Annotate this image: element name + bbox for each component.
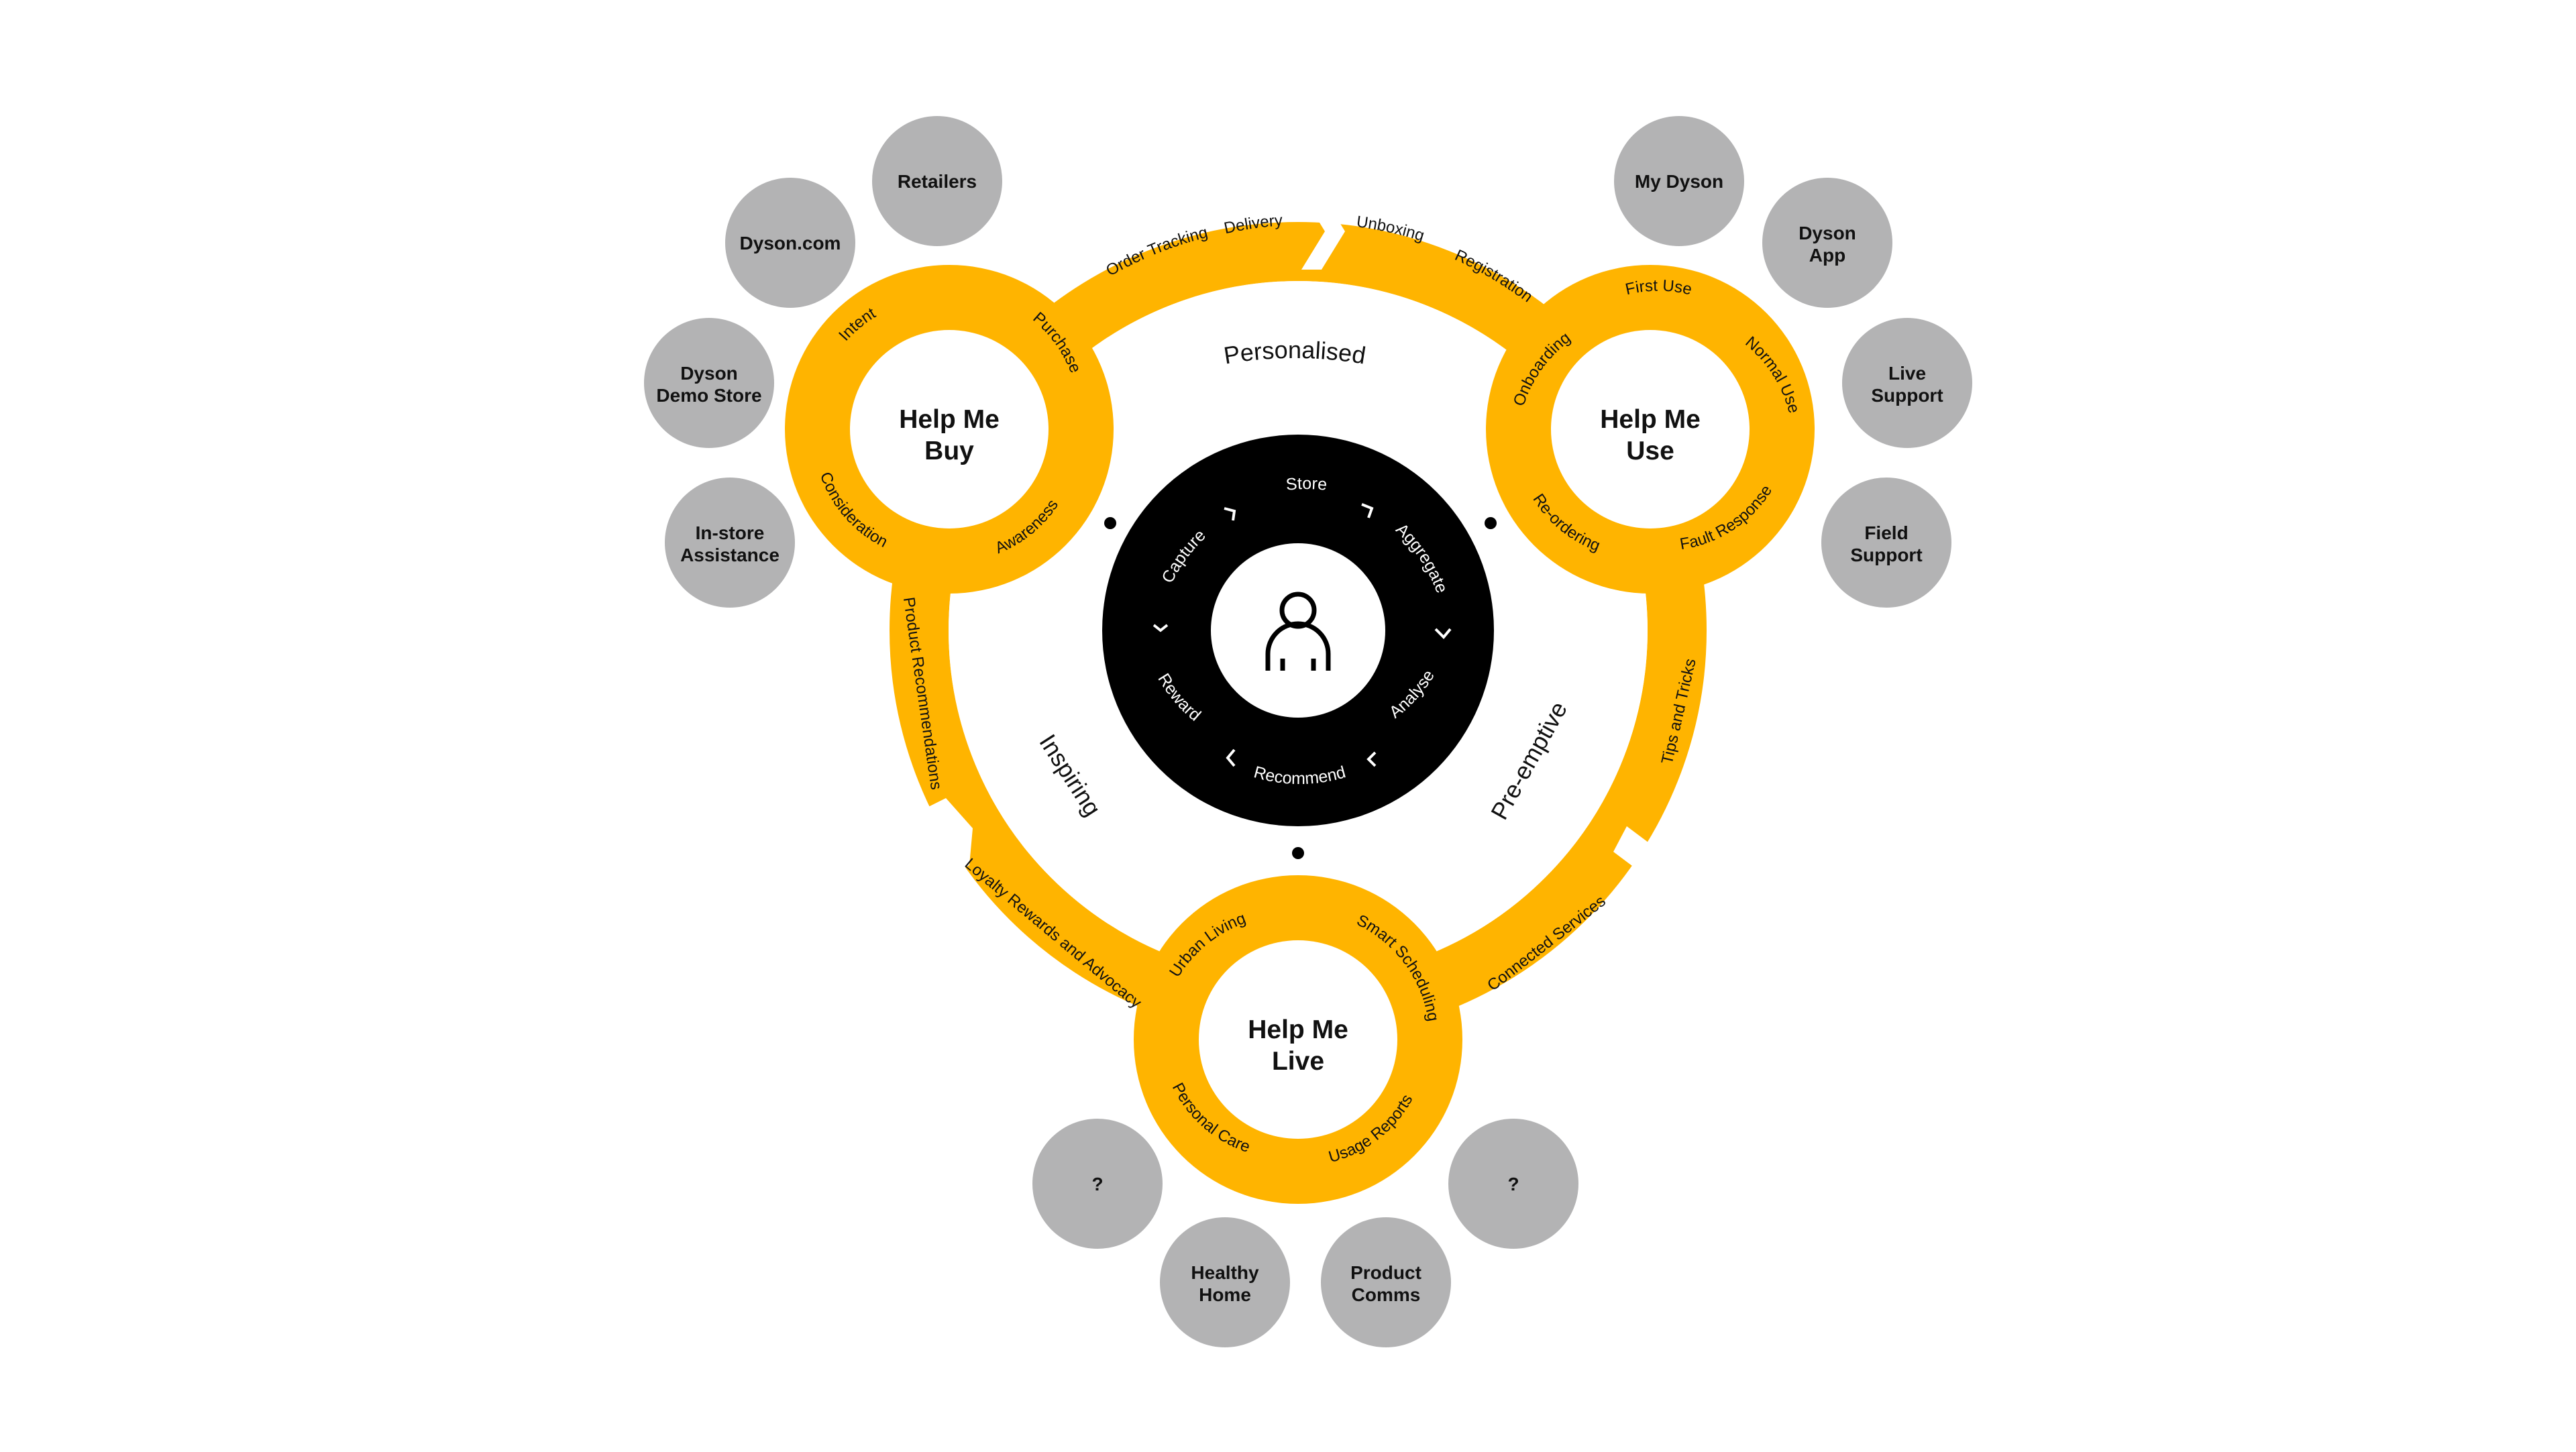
touchpoint-dyson-app: Dyson App bbox=[1762, 178, 1892, 308]
touchpoint-dyson-com: Dyson.com bbox=[725, 178, 855, 308]
touchpoint-label-line2: App bbox=[1809, 245, 1845, 266]
touchpoint-label: Dyson.com bbox=[740, 233, 841, 254]
touchpoint-label: My Dyson bbox=[1635, 171, 1723, 192]
loop-arrow-3 bbox=[1434, 628, 1452, 639]
hub-live-title-line1: Help Me bbox=[1248, 1015, 1348, 1044]
touchpoint-label-line2: Assistance bbox=[680, 545, 780, 565]
dot-left bbox=[1104, 517, 1116, 529]
touchpoint-label: Retailers bbox=[898, 171, 977, 192]
loop-arrow-1 bbox=[1224, 507, 1236, 521]
touchpoint-label: ? bbox=[1507, 1174, 1519, 1194]
touchpoint-label-line1: Healthy bbox=[1191, 1262, 1259, 1283]
touchpoint-label-line1: Live bbox=[1888, 363, 1926, 384]
touchpoint-label-line1: In-store bbox=[696, 522, 765, 543]
touchpoint-label-line2: Comms bbox=[1352, 1284, 1421, 1305]
chevron-use-live bbox=[1613, 826, 1690, 879]
touchpoint-label-line1: Dyson bbox=[1799, 223, 1856, 243]
touchpoint-in-store-assistance: In-store Assistance bbox=[665, 478, 795, 608]
touchpoint-live-support: Live Support bbox=[1842, 318, 1972, 448]
touchpoint-product-comms: Product Comms bbox=[1321, 1217, 1451, 1347]
touchpoint-dyson-demo-store: Dyson Demo Store bbox=[644, 318, 774, 448]
dot-right bbox=[1485, 517, 1497, 529]
loop-label-store: Store bbox=[1285, 474, 1328, 494]
hub-live bbox=[1134, 875, 1462, 1204]
loop-arrow-6 bbox=[1152, 624, 1169, 632]
loop-arrow-5 bbox=[1226, 748, 1236, 767]
loop-arrow-4 bbox=[1366, 751, 1377, 767]
hub-use-title-line1: Help Me bbox=[1600, 405, 1701, 434]
touchpoint-label-line1: Field bbox=[1864, 522, 1908, 543]
touchpoint-unknown-right: ? bbox=[1448, 1119, 1578, 1249]
touchpoint-label-line2: Support bbox=[1850, 545, 1922, 565]
person-icon bbox=[1265, 592, 1331, 671]
chevron-live-buy bbox=[919, 798, 973, 879]
chevron-buy-use bbox=[1301, 193, 1345, 270]
touchpoint-label-line2: Support bbox=[1871, 385, 1943, 406]
hub-use-title-line2: Use bbox=[1626, 437, 1674, 465]
touchpoint-label-line2: Home bbox=[1199, 1284, 1251, 1305]
hub-live-title-line2: Live bbox=[1272, 1047, 1324, 1076]
svg-text:Store: Store bbox=[1285, 474, 1328, 494]
core-loop-arrows bbox=[1152, 503, 1452, 767]
core-center bbox=[1211, 543, 1385, 718]
hub-buy-title-line2: Buy bbox=[924, 437, 974, 465]
hub-buy-title-line1: Help Me bbox=[899, 405, 1000, 434]
touchpoint-label-line1: Product bbox=[1350, 1262, 1421, 1283]
touchpoint-retailers: Retailers bbox=[872, 116, 1002, 246]
hub-buy bbox=[785, 265, 1114, 594]
touchpoint-field-support: Field Support bbox=[1821, 478, 1951, 608]
touchpoint-label: ? bbox=[1091, 1174, 1103, 1194]
touchpoint-my-dyson: My Dyson bbox=[1614, 116, 1744, 246]
hub-use bbox=[1486, 265, 1815, 594]
touchpoint-healthy-home: Healthy Home bbox=[1160, 1217, 1290, 1347]
touchpoint-label-line1: Dyson bbox=[680, 363, 738, 384]
touchpoint-label-line2: Demo Store bbox=[656, 385, 761, 406]
loop-arrow-2 bbox=[1361, 503, 1374, 518]
touchpoint-unknown-left: ? bbox=[1032, 1119, 1163, 1249]
dot-bottom bbox=[1292, 847, 1304, 859]
